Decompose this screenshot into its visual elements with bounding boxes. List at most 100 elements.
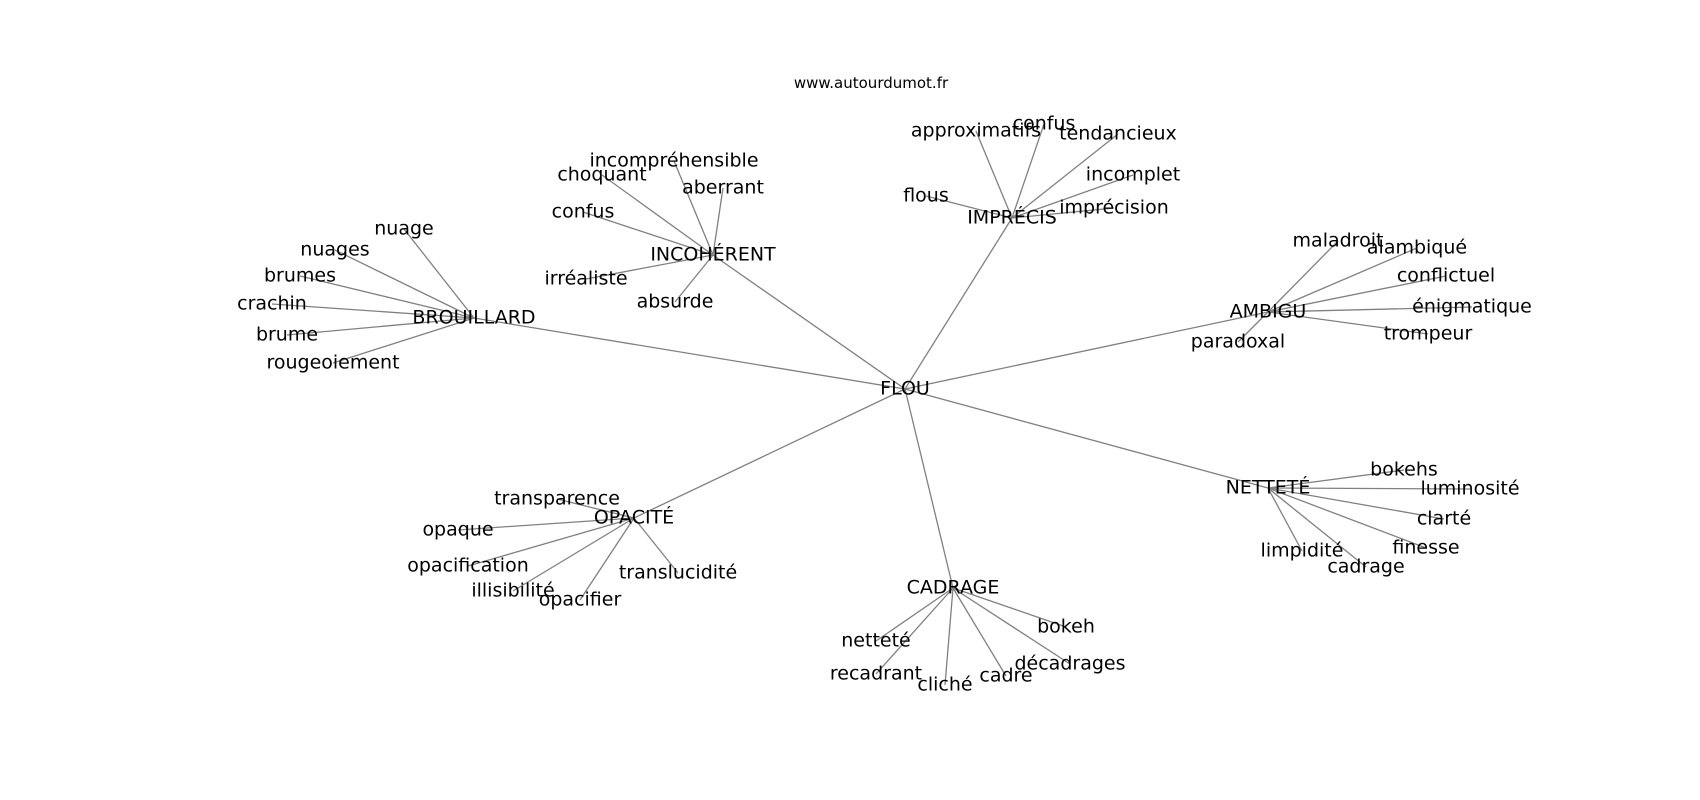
edge-cadrage-bokeh bbox=[952, 587, 1067, 628]
word-node-nettete-bokehs[interactable]: bokehs bbox=[1370, 459, 1438, 481]
edge-opacite-opacifier bbox=[579, 517, 635, 601]
word-node-nettete-limpidite[interactable]: limpidité bbox=[1261, 540, 1344, 562]
center-node-label[interactable]: FLOU bbox=[880, 378, 930, 400]
cluster-node-brouillard[interactable]: BROUILLARD bbox=[412, 307, 535, 329]
edge-center-nettete bbox=[904, 388, 1269, 489]
edge-opacite-opacification bbox=[467, 517, 635, 567]
edge-imprecis-confus bbox=[1011, 123, 1045, 219]
label-layer: www.autourdumot.fr FLOU IMPRÉCIS approxima… bbox=[237, 74, 1532, 696]
word-node-cadrage-cliche[interactable]: cliché bbox=[917, 674, 972, 696]
edge-incoherent-absurde bbox=[674, 254, 714, 303]
edge-cadrage-nettete bbox=[875, 587, 954, 642]
word-node-brouillard-rougeoiement[interactable]: rougeoiement bbox=[266, 352, 399, 374]
word-node-nettete-cadrage[interactable]: cadrage bbox=[1327, 556, 1404, 578]
word-node-cadrage-bokeh[interactable]: bokeh bbox=[1037, 616, 1095, 638]
edge-nettete-cadrage bbox=[1267, 487, 1367, 568]
word-node-ambigu-maladroit[interactable]: maladroit bbox=[1293, 230, 1384, 252]
word-node-opacite-illisibilite[interactable]: illisibilité bbox=[471, 580, 554, 602]
edge-opacite-illisibilite bbox=[512, 517, 635, 592]
word-node-ambigu-conflictuel[interactable]: conflictuel bbox=[1397, 265, 1495, 287]
edge-imprecis-imprecision bbox=[1011, 207, 1115, 219]
word-node-cadrage-recadrant[interactable]: recadrant bbox=[830, 663, 922, 685]
cluster-node-imprecis[interactable]: IMPRÉCIS bbox=[967, 206, 1057, 229]
word-node-opacite-transparence[interactable]: transparence bbox=[494, 488, 620, 510]
word-node-ambigu-trompeur[interactable]: trompeur bbox=[1384, 323, 1473, 345]
word-node-nettete-luminosite[interactable]: luminosité bbox=[1420, 478, 1519, 500]
word-node-ambigu-paradoxal[interactable]: paradoxal bbox=[1191, 331, 1285, 353]
edge-center-ambigu bbox=[904, 311, 1269, 390]
edge-brouillard-crachin bbox=[271, 303, 475, 319]
edge-nettete-finesse bbox=[1267, 487, 1427, 549]
edge-nettete-bokehs bbox=[1267, 469, 1405, 489]
edge-brouillard-rougeoiement bbox=[332, 317, 475, 364]
edge-opacite-opaque bbox=[457, 517, 635, 531]
word-node-incoherent-choquant[interactable]: choquant bbox=[557, 164, 646, 186]
word-node-brouillard-brumes[interactable]: brumes bbox=[264, 265, 336, 287]
word-node-imprecis-flous[interactable]: flous bbox=[903, 185, 949, 207]
edge-opacite-transparence bbox=[556, 498, 635, 519]
word-node-imprecis-tendancieux[interactable]: tendancieux bbox=[1059, 123, 1177, 145]
edge-ambigu-enigmatique bbox=[1267, 306, 1473, 313]
word-node-incoherent-irrealiste[interactable]: irréaliste bbox=[544, 268, 627, 290]
word-node-brouillard-nuages[interactable]: nuages bbox=[300, 239, 369, 261]
edge-cadrage-decadrages bbox=[952, 587, 1071, 665]
edge-cadrage-cadre bbox=[952, 587, 1007, 677]
cluster-node-cadrage[interactable]: CADRAGE bbox=[907, 577, 1000, 599]
edge-ambigu-trompeur bbox=[1267, 311, 1429, 335]
edge-imprecis-flous bbox=[925, 195, 1013, 219]
word-node-ambigu-alambique[interactable]: alambiqué bbox=[1367, 237, 1467, 259]
cluster-node-incoherent[interactable]: INCOHÉRENT bbox=[650, 243, 776, 266]
word-node-imprecis-confus[interactable]: confus bbox=[1013, 113, 1076, 135]
word-node-incoherent-incomprehensible[interactable]: incompréhensible bbox=[589, 150, 758, 172]
word-node-opacite-opacification[interactable]: opacification bbox=[407, 555, 529, 577]
edge-incoherent-choquant bbox=[601, 174, 714, 256]
watermark-text[interactable]: www.autourdumot.fr bbox=[794, 74, 949, 92]
edge-brouillard-nuage bbox=[403, 228, 475, 319]
word-node-brouillard-nuage[interactable]: nuage bbox=[374, 218, 433, 240]
edge-cadrage-cliche bbox=[944, 587, 954, 686]
edge-nettete-luminosite bbox=[1267, 487, 1471, 490]
edge-brouillard-brume bbox=[286, 317, 475, 336]
word-node-opacite-translucidite[interactable]: translucidité bbox=[619, 562, 737, 584]
word-node-imprecis-incomplet[interactable]: incomplet bbox=[1086, 164, 1180, 186]
cluster-node-opacite[interactable]: OPACITÉ bbox=[594, 506, 674, 529]
edge-incoherent-confus bbox=[582, 211, 714, 256]
word-node-nettete-finesse[interactable]: finesse bbox=[1392, 537, 1459, 559]
edge-center-brouillard bbox=[473, 317, 906, 390]
edge-incoherent-irrealiste bbox=[585, 254, 714, 280]
edge-ambigu-conflictuel bbox=[1267, 275, 1447, 313]
word-node-incoherent-absurde[interactable]: absurde bbox=[637, 291, 714, 313]
edge-ambigu-maladroit bbox=[1267, 240, 1339, 313]
word-node-brouillard-brume[interactable]: brume bbox=[256, 324, 318, 346]
word-node-imprecis-imprecision[interactable]: imprécision bbox=[1059, 197, 1169, 219]
word-node-incoherent-aberrant[interactable]: aberrant bbox=[682, 177, 764, 199]
word-node-cadrage-decadrages[interactable]: décadrages bbox=[1014, 653, 1125, 675]
edge-imprecis-tendancieux bbox=[1011, 133, 1119, 219]
word-node-cadrage-nettete[interactable]: netteté bbox=[841, 630, 910, 652]
edge-center-cadrage bbox=[904, 388, 954, 589]
edge-imprecis-incomplet bbox=[1011, 174, 1134, 219]
word-node-brouillard-crachin[interactable]: crachin bbox=[237, 293, 307, 315]
edge-ambigu-paradoxal bbox=[1237, 311, 1269, 343]
word-node-cadrage-cadre[interactable]: cadre bbox=[979, 665, 1032, 687]
edge-nettete-limpidite bbox=[1267, 487, 1303, 552]
cluster-node-nettete[interactable]: NETTETÉ bbox=[1226, 476, 1311, 499]
edge-layer bbox=[271, 123, 1473, 686]
edge-opacite-translucidite bbox=[633, 517, 679, 574]
edge-incoherent-incomprehensible bbox=[673, 160, 714, 256]
word-node-opacite-opaque[interactable]: opaque bbox=[422, 519, 493, 541]
edge-cadrage-recadrant bbox=[875, 587, 954, 675]
word-node-nettete-clarte[interactable]: clarté bbox=[1417, 508, 1471, 530]
edge-center-imprecis bbox=[904, 217, 1013, 390]
edge-brouillard-brumes bbox=[299, 275, 475, 319]
word-node-opacite-opacifier[interactable]: opacifier bbox=[539, 589, 622, 611]
edge-ambigu-alambique bbox=[1267, 247, 1418, 313]
word-node-ambigu-enigmatique[interactable]: énigmatique bbox=[1412, 296, 1532, 318]
word-node-imprecis-approximatifs[interactable]: approximatifs bbox=[911, 120, 1041, 142]
edge-nettete-clarte bbox=[1267, 487, 1445, 520]
cluster-node-ambigu[interactable]: AMBIGU bbox=[1230, 301, 1307, 323]
edge-imprecis-approximatifs bbox=[975, 130, 1013, 219]
edge-center-opacite bbox=[633, 388, 906, 519]
word-node-incoherent-confus[interactable]: confus bbox=[552, 201, 615, 223]
